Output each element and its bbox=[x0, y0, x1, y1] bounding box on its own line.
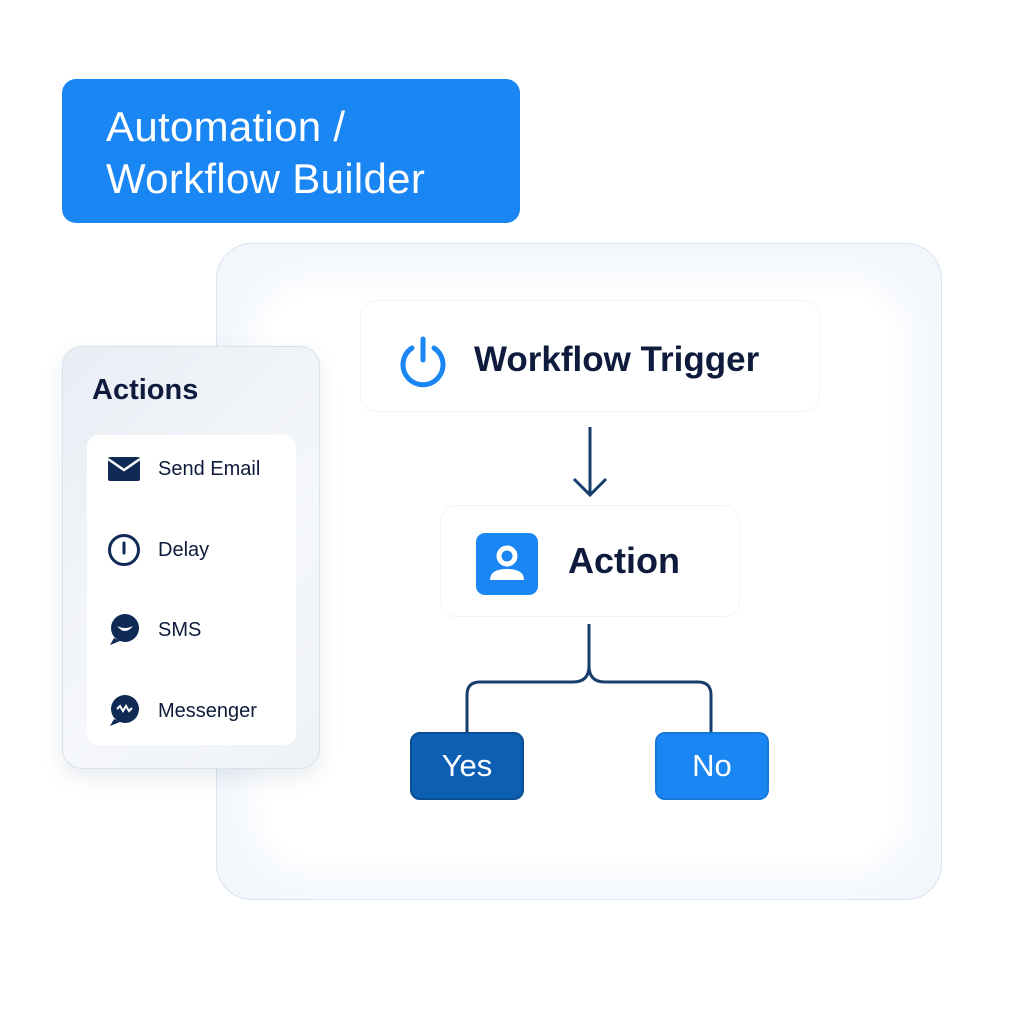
chat-bubble-icon bbox=[106, 612, 142, 648]
page-title-line-1: Automation / bbox=[106, 103, 346, 150]
action-item-sms[interactable]: SMS bbox=[87, 599, 296, 661]
clock-icon bbox=[106, 532, 142, 568]
user-icon bbox=[476, 533, 538, 595]
messenger-icon bbox=[106, 693, 142, 729]
action-node[interactable] bbox=[440, 505, 740, 617]
arrow-down-connector bbox=[572, 427, 608, 498]
branch-connector bbox=[465, 624, 713, 732]
actions-list bbox=[87, 435, 296, 745]
action-item-label: Delay bbox=[158, 538, 210, 561]
trigger-label: Workflow Trigger bbox=[474, 340, 760, 379]
actions-panel-title: Actions bbox=[92, 374, 199, 406]
envelope-icon bbox=[106, 451, 142, 487]
action-item-send-email[interactable]: Send Email bbox=[87, 438, 296, 500]
action-item-label: Send Email bbox=[158, 457, 261, 480]
action-item-label: SMS bbox=[158, 618, 202, 641]
action-label: Action bbox=[568, 540, 680, 581]
power-icon bbox=[400, 336, 446, 388]
action-item-label: Messenger bbox=[158, 699, 257, 722]
no-branch-button[interactable]: No bbox=[655, 732, 769, 800]
action-item-delay[interactable]: Delay bbox=[87, 519, 296, 581]
page-title-badge: Automation / Workflow Builder bbox=[62, 79, 520, 223]
action-item-messenger[interactable]: Messenger bbox=[87, 680, 296, 742]
page-title-line-2: Workflow Builder bbox=[106, 155, 426, 202]
yes-branch-button[interactable]: Yes bbox=[410, 732, 524, 800]
trigger-node[interactable] bbox=[360, 300, 820, 412]
